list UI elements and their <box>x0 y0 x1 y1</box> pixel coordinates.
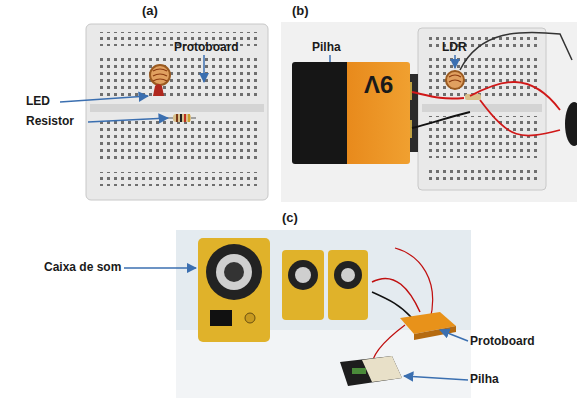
part-label: Caixa de som <box>44 261 121 274</box>
panel-letter: (c) <box>282 211 298 225</box>
part-label: Pilha <box>312 41 341 54</box>
part-label: Protoboard <box>470 335 535 348</box>
part-label: Resistor <box>26 115 74 128</box>
part-label: LDR <box>442 41 467 54</box>
part-label: Protoboard <box>174 41 239 54</box>
circuit-b <box>281 22 577 202</box>
part-label: LED <box>26 95 50 108</box>
breadboard-a <box>86 24 268 200</box>
panel-letter: (b) <box>292 4 309 18</box>
battery-voltage: 9V <box>364 70 393 98</box>
part-label: Pilha <box>470 373 499 386</box>
leader-arrows <box>60 55 468 380</box>
photo-c <box>176 230 471 398</box>
battery-body: 9V <box>292 62 410 164</box>
panel-letter: (a) <box>142 4 158 18</box>
